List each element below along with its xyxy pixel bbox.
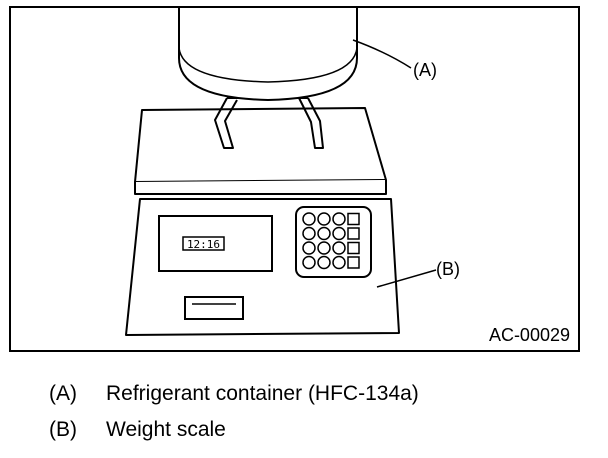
- keypad-key: [317, 241, 331, 255]
- callout-a: (A): [413, 60, 437, 80]
- legend-key: (A): [49, 382, 77, 405]
- keypad-keys: [302, 212, 360, 270]
- scale-platform-edge: [134, 180, 387, 195]
- callout-b: (B): [436, 259, 460, 279]
- keypad-key: [317, 212, 331, 226]
- lcd-panel: [182, 236, 225, 251]
- keypad-key: [332, 212, 346, 226]
- keypad-key: [302, 241, 316, 255]
- scale-platform: [134, 107, 387, 183]
- illustration-frame: 12:16 (A) (B) AC-00029: [9, 6, 580, 352]
- legend-description: Weight scale: [106, 418, 226, 441]
- legend-key: (B): [49, 418, 77, 441]
- lcd-reading: 12:16: [187, 238, 220, 251]
- keypad-key: [302, 255, 316, 270]
- refrigerant-container: [178, 8, 358, 102]
- keypad-key: [317, 226, 331, 241]
- paper-slot: [184, 296, 244, 320]
- keypad-key: [332, 255, 346, 270]
- figure-id: AC-00029: [488, 325, 570, 345]
- keypad-key: [302, 226, 316, 241]
- keypad-key: [332, 241, 346, 255]
- keypad-function-key: [347, 227, 360, 240]
- keypad-function-key: [347, 241, 360, 255]
- leader-line-a: [352, 39, 412, 69]
- legend-description: Refrigerant container (HFC-134a): [106, 382, 419, 405]
- keypad-key: [317, 255, 331, 270]
- keypad-function-key: [347, 256, 360, 269]
- keypad-function-key: [347, 212, 360, 226]
- keypad-key: [302, 212, 316, 226]
- scale-illustration: 12:16: [125, 8, 437, 336]
- leader-line-b: [376, 269, 437, 288]
- keypad-key: [332, 226, 346, 241]
